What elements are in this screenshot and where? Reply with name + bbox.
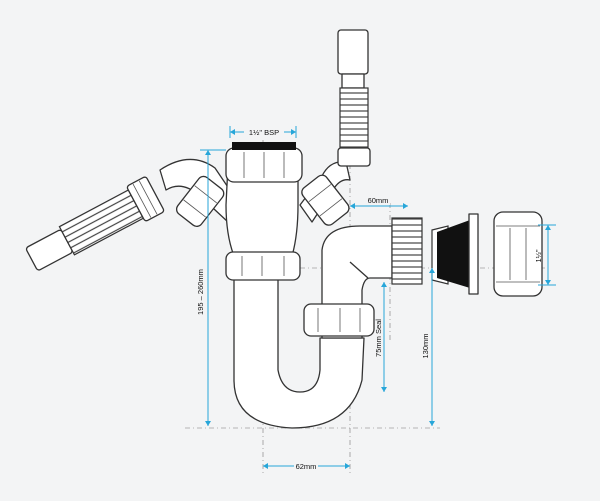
- label-height-range: 195 – 260mm: [196, 269, 205, 315]
- dim-thread: [538, 224, 556, 286]
- label-thread: 1½": [534, 249, 543, 262]
- dim-130: [429, 268, 435, 426]
- trap-body: [159, 142, 423, 429]
- dim-60: [350, 203, 408, 209]
- label-130mm: 130mm: [421, 333, 430, 358]
- dim-seal: [381, 282, 387, 392]
- label-bsp: 1½" BSP: [249, 128, 279, 137]
- outlet-parts: [431, 211, 543, 297]
- left-hose-spigot: [25, 176, 165, 271]
- label-seal: 75mm Seal: [374, 319, 383, 357]
- label-60mm: 60mm: [368, 196, 389, 205]
- label-62mm: 62mm: [296, 462, 317, 471]
- dim-height-range: [200, 149, 226, 426]
- right-hose-spigot: [337, 29, 371, 167]
